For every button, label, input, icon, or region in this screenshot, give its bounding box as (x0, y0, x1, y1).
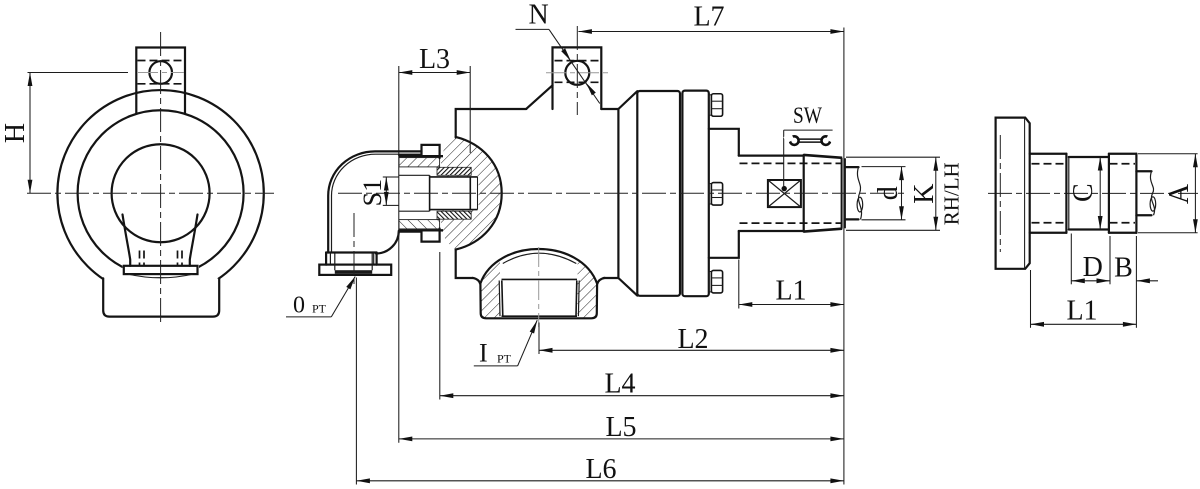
svg-text:H: H (0, 123, 31, 143)
svg-text:PT: PT (497, 352, 512, 366)
svg-text:PT: PT (312, 302, 327, 316)
svg-text:L6: L6 (585, 454, 616, 485)
svg-text:N: N (529, 0, 549, 31)
svg-text:SW: SW (793, 103, 822, 128)
svg-text:L3: L3 (419, 44, 450, 75)
svg-text:L4: L4 (604, 369, 635, 400)
svg-text:B: B (1114, 253, 1133, 284)
svg-text:L2: L2 (677, 324, 708, 355)
svg-text:I: I (479, 339, 488, 368)
svg-text:C: C (1068, 183, 1099, 202)
svg-text:L1: L1 (775, 276, 806, 307)
svg-text:L1: L1 (1066, 296, 1097, 327)
svg-text:RH/LH: RH/LH (940, 162, 964, 225)
svg-text:L7: L7 (693, 2, 724, 33)
svg-text:d: d (873, 186, 904, 200)
svg-text:L5: L5 (605, 412, 636, 443)
svg-text:D: D (1083, 252, 1103, 283)
svg-text:K: K (909, 184, 940, 204)
svg-text:A: A (1164, 183, 1195, 204)
svg-text:0: 0 (293, 293, 305, 319)
svg-text:S1: S1 (358, 179, 387, 206)
